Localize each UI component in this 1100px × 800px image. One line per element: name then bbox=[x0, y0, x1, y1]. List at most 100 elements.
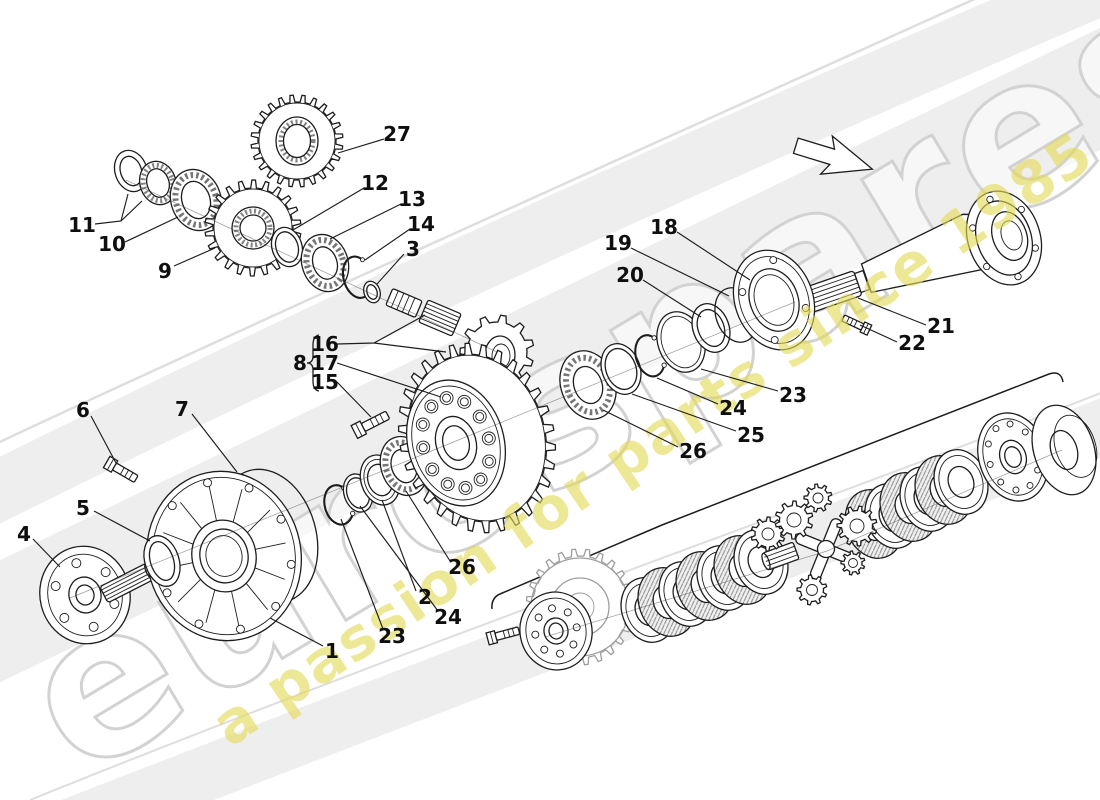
callout-10-label: 10 bbox=[98, 232, 126, 256]
differential-inset bbox=[485, 396, 1100, 675]
bolt-hole bbox=[535, 613, 543, 621]
cover-fin bbox=[255, 543, 285, 549]
callout-27-leader bbox=[338, 139, 384, 153]
bolt-hole bbox=[168, 501, 177, 510]
spider-bevel-gears bbox=[751, 484, 876, 605]
callout-9-leader bbox=[174, 248, 215, 266]
callout-24-left-leader bbox=[360, 506, 438, 611]
parts-drawing bbox=[29, 95, 1100, 675]
spline-line bbox=[768, 555, 798, 566]
bolt-hole bbox=[194, 619, 203, 628]
differential-flange bbox=[392, 368, 520, 518]
bolt-hole bbox=[442, 393, 452, 403]
callout-3-leader bbox=[377, 254, 404, 284]
callout-7-label: 7 bbox=[175, 397, 189, 421]
bolt-hole bbox=[985, 440, 993, 448]
callout-26-left-label: 26 bbox=[448, 555, 476, 579]
cover-fin bbox=[231, 591, 238, 625]
callout-2-label: 2 bbox=[418, 585, 432, 609]
right-bearing-stack bbox=[551, 282, 765, 427]
bolt-hole bbox=[1006, 420, 1014, 428]
callout-25-leader bbox=[632, 394, 736, 431]
bolt-hole bbox=[236, 624, 245, 633]
bolt-hole bbox=[475, 412, 485, 422]
spline-line bbox=[425, 307, 458, 321]
callout-20-label: 20 bbox=[616, 263, 644, 287]
spline-line bbox=[423, 311, 456, 325]
bolt-hole bbox=[986, 461, 994, 469]
callout-24-left-label: 24 bbox=[434, 605, 462, 629]
spline-line bbox=[764, 546, 794, 557]
bolt-hole bbox=[418, 420, 428, 430]
callout-18-label: 18 bbox=[650, 215, 678, 239]
bolt-hole bbox=[100, 567, 111, 578]
bevel-gear bbox=[804, 484, 832, 512]
bolt-hole bbox=[162, 588, 171, 597]
callout-22-leader bbox=[860, 325, 897, 342]
callout-23-left-leader bbox=[341, 519, 383, 629]
center-axis-line bbox=[70, 302, 795, 598]
bolt-hole bbox=[426, 402, 436, 412]
output-shaft-splines bbox=[100, 561, 158, 602]
direction-arrow-icon bbox=[790, 127, 878, 189]
bolt-hole bbox=[418, 443, 428, 453]
bolt-hole bbox=[203, 478, 212, 487]
spline-line bbox=[105, 573, 151, 597]
callout-14-label: 14 bbox=[407, 212, 435, 236]
callout-22-label: 22 bbox=[898, 331, 926, 355]
bolt-hole bbox=[540, 646, 548, 654]
cover-fin bbox=[227, 489, 248, 522]
inset-end-flange bbox=[967, 404, 1059, 511]
bevel-gear bbox=[841, 551, 865, 575]
callout-6-label: 6 bbox=[76, 398, 90, 422]
cv-flange bbox=[954, 181, 1053, 295]
bolt-hole bbox=[59, 612, 70, 623]
bolt-hole bbox=[244, 483, 253, 492]
watermark-swoosh-edge bbox=[0, 0, 1100, 470]
bolt-hole bbox=[484, 433, 494, 443]
callout-12-leader bbox=[293, 188, 364, 230]
bolt-hole bbox=[71, 558, 82, 569]
washer-12 bbox=[267, 223, 308, 270]
callout-13-label: 13 bbox=[398, 187, 426, 211]
center-axis-line bbox=[126, 180, 497, 352]
callout-4-label: 4 bbox=[17, 522, 31, 546]
callout-26-left-leader bbox=[406, 491, 450, 561]
callout-17-leader bbox=[337, 363, 441, 397]
inset-housing bbox=[1021, 396, 1100, 503]
callout-15-leader bbox=[337, 382, 371, 417]
bolt-hole bbox=[459, 397, 469, 407]
callout-10-leader bbox=[125, 217, 178, 242]
callout-18-leader bbox=[677, 232, 750, 280]
bolt-hole bbox=[997, 478, 1005, 486]
callout-14-leader bbox=[365, 229, 410, 260]
bolt-hole bbox=[769, 256, 778, 265]
center-axis-line bbox=[545, 450, 1062, 637]
spline-line bbox=[427, 304, 460, 318]
spline-line bbox=[766, 551, 796, 562]
callout-20-leader bbox=[643, 280, 701, 317]
bearing-13 bbox=[294, 228, 356, 297]
bolt-hole bbox=[286, 560, 295, 569]
callout-3-label: 3 bbox=[406, 237, 420, 261]
callout-13-leader bbox=[330, 204, 401, 239]
pinion-gear-train bbox=[109, 95, 533, 389]
bolt-hole bbox=[1021, 428, 1029, 436]
spline-line bbox=[422, 315, 455, 329]
callout-24-right-label: 24 bbox=[719, 396, 747, 420]
bolt-hole bbox=[276, 514, 285, 523]
callout-6-leader bbox=[91, 416, 116, 463]
callout-8-brace bbox=[307, 335, 319, 391]
callout-9-label: 9 bbox=[158, 259, 172, 283]
circlip-24 bbox=[631, 332, 669, 380]
callout-12-label: 12 bbox=[361, 171, 389, 195]
bolt-hole bbox=[556, 650, 564, 658]
gear-27 bbox=[251, 95, 343, 187]
watermark-swoosh bbox=[0, 0, 1100, 520]
callout-25-label: 25 bbox=[737, 423, 765, 447]
bolt-hole bbox=[50, 581, 61, 592]
spline-line bbox=[101, 566, 147, 590]
